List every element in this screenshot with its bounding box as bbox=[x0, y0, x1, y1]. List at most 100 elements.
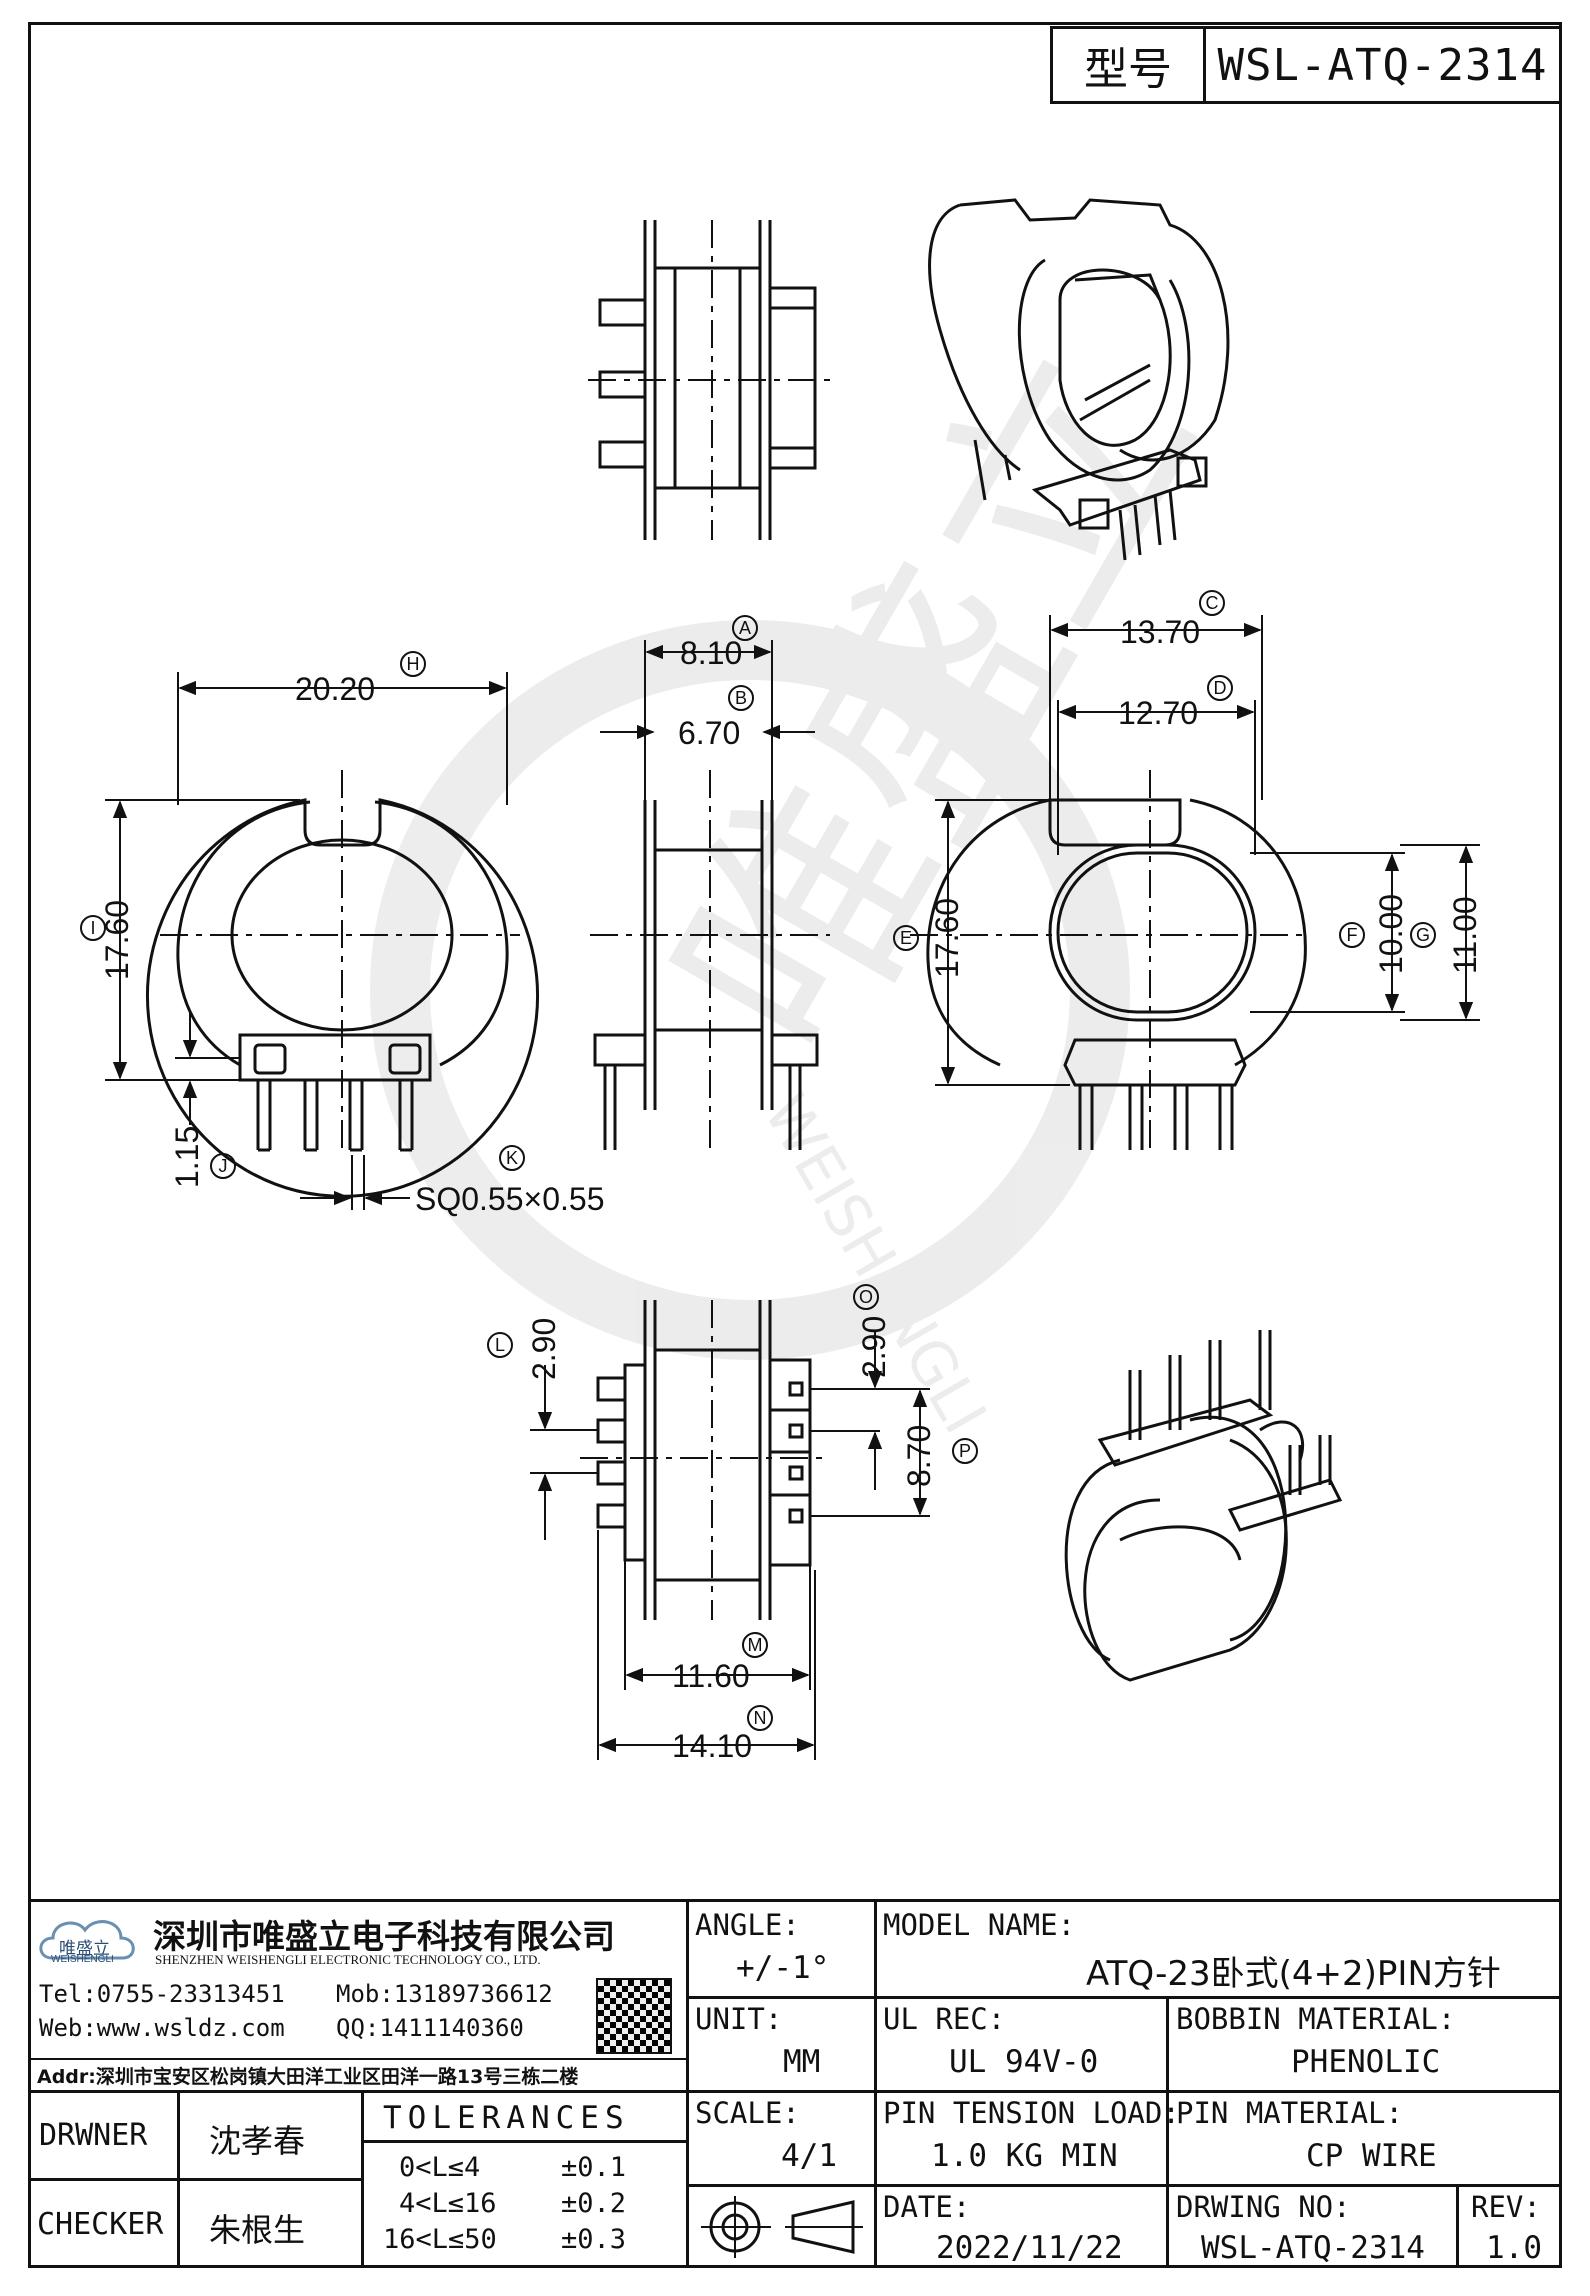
view-side-middle bbox=[590, 770, 830, 1150]
svg-text:F: F bbox=[1347, 925, 1358, 945]
marker-C: C bbox=[1199, 590, 1225, 616]
unit-label: UNIT: bbox=[695, 2002, 783, 2036]
svg-text:N: N bbox=[754, 1708, 767, 1728]
dim-M: 11.60 bbox=[672, 1658, 750, 1694]
drawer-label: DRWNER bbox=[39, 2118, 148, 2153]
tol-value-2: ±0.2 bbox=[561, 2188, 627, 2219]
svg-text:B: B bbox=[735, 688, 747, 708]
marker-A: A bbox=[732, 615, 758, 641]
svg-text:K: K bbox=[506, 1148, 518, 1168]
marker-B: B bbox=[728, 685, 754, 711]
dim-P: 8.70 bbox=[901, 1425, 937, 1487]
dim-C: 13.70 bbox=[1120, 614, 1200, 650]
view-isometric-bottom bbox=[1064, 1330, 1343, 1682]
tol-value-1: ±0.1 bbox=[561, 2152, 627, 2183]
dim-A: 8.10 bbox=[680, 635, 742, 671]
drawing-no-value: WSL-ATQ-2314 bbox=[1201, 2230, 1425, 2266]
dim-D: 12.70 bbox=[1118, 695, 1198, 731]
dim-B: 6.70 bbox=[678, 715, 740, 751]
svg-text:H: H bbox=[407, 654, 420, 674]
dim-E: 17.60 bbox=[929, 898, 965, 978]
marker-G: G bbox=[1410, 922, 1436, 948]
marker-E: E bbox=[893, 925, 919, 951]
pin-material-value: CP WIRE bbox=[1306, 2138, 1437, 2174]
svg-text:G: G bbox=[1416, 925, 1430, 945]
model-name-label: MODEL NAME: bbox=[883, 1908, 1076, 1942]
watermark: 唯盛立 WEISHENGLI bbox=[370, 304, 1247, 1445]
dim-O: 2.90 bbox=[856, 1316, 892, 1378]
company-mob: Mob:13189736612 bbox=[336, 1980, 553, 2008]
rev-value: 1.0 bbox=[1486, 2230, 1542, 2266]
model-value: WSL-ATQ-2314 bbox=[1217, 39, 1548, 91]
unit-value: MM bbox=[783, 2044, 821, 2080]
company-addr: Addr:深圳市宝安区松岗镇大田洋工业区田洋一路13号三栋二楼 bbox=[37, 2066, 579, 2088]
tol-range-1: 0<L≤4 bbox=[399, 2152, 481, 2183]
scale-label: SCALE: bbox=[695, 2096, 800, 2130]
cloud-logo-icon: 唯盛立 bbox=[39, 1920, 135, 1960]
tolerances-title: TOLERANCES bbox=[383, 2100, 630, 2136]
model-name-value: ATQ-23卧式(4+2)PIN方针 bbox=[1086, 1954, 1501, 1994]
company-web: Web:www.wsldz.com bbox=[39, 2014, 285, 2042]
svg-text:O: O bbox=[859, 1287, 873, 1307]
marker-N: N bbox=[747, 1705, 773, 1731]
svg-text:D: D bbox=[1214, 678, 1227, 698]
marker-M: M bbox=[742, 1632, 768, 1658]
marker-I: I bbox=[80, 915, 106, 941]
pin-tension-label: PIN TENSION LOAD: bbox=[883, 2096, 1180, 2130]
model-label: 型号 bbox=[1053, 29, 1206, 101]
tol-range-2: 4<L≤16 bbox=[399, 2188, 497, 2219]
dim-K: SQ0.55×0.55 bbox=[415, 1181, 604, 1217]
scale-value: 4/1 bbox=[781, 2138, 837, 2174]
view-front-right bbox=[910, 770, 1310, 1150]
dim-N: 14.10 bbox=[672, 1728, 752, 1764]
view-bottom bbox=[580, 1300, 830, 1620]
tol-value-3: ±0.3 bbox=[561, 2224, 627, 2255]
marker-L: L bbox=[487, 1332, 513, 1358]
dim-J: 1.15 bbox=[169, 1126, 205, 1188]
company-name-en: SHENZHEN WEISHENGLI ELECTRONIC TECHNOLOG… bbox=[155, 1952, 541, 1967]
svg-text:E: E bbox=[900, 928, 912, 948]
logo-sub: WEISHENGLI bbox=[51, 1954, 114, 1965]
qr-code-icon bbox=[596, 1978, 672, 2054]
svg-text:A: A bbox=[739, 618, 751, 638]
dim-H: 20.20 bbox=[295, 671, 375, 707]
drawing-no-label: DRWING NO: bbox=[1176, 2190, 1351, 2224]
dim-G: 11.00 bbox=[1447, 896, 1483, 974]
company-qq: QQ:1411140360 bbox=[336, 2014, 524, 2042]
marker-O: O bbox=[853, 1284, 879, 1310]
date-label: DATE: bbox=[883, 2190, 971, 2224]
svg-text:I: I bbox=[90, 918, 95, 938]
marker-D: D bbox=[1207, 675, 1233, 701]
bobbin-value: PHENOLIC bbox=[1291, 2044, 1441, 2080]
checker-name: 朱根生 bbox=[209, 2211, 306, 2249]
angle-value: +/-1° bbox=[736, 1950, 830, 1986]
company-tel: Tel:0755-23313451 bbox=[39, 1980, 285, 2008]
checker-label: CHECKER bbox=[37, 2207, 164, 2242]
pin-material-label: PIN MATERIAL: bbox=[1176, 2096, 1403, 2130]
dim-L: 2.90 bbox=[526, 1318, 562, 1380]
pin-tension-value: 1.0 KG MIN bbox=[931, 2138, 1118, 2174]
title-block: 唯盛立 WEISHENGLI 深圳市唯盛立电子科技有限公司 SHENZHEN W… bbox=[28, 1899, 1562, 2268]
svg-text:L: L bbox=[495, 1335, 505, 1355]
date-value: 2022/11/22 bbox=[936, 2230, 1123, 2266]
svg-text:J: J bbox=[219, 1156, 228, 1176]
technical-drawing: 唯盛立 WEISHENGLI bbox=[80, 198, 1483, 1764]
ul-value: UL 94V-0 bbox=[949, 2044, 1099, 2080]
view-front-left bbox=[146, 770, 539, 1198]
svg-text:M: M bbox=[748, 1635, 763, 1655]
angle-label: ANGLE: bbox=[695, 1908, 800, 1942]
company-logo: 唯盛立 WEISHENGLI bbox=[37, 1910, 147, 1970]
marker-H: H bbox=[400, 651, 426, 677]
svg-text:C: C bbox=[1206, 593, 1219, 613]
model-number-box: 型号 WSL-ATQ-2314 bbox=[1050, 26, 1562, 104]
marker-J: J bbox=[210, 1153, 236, 1179]
marker-K: K bbox=[499, 1145, 525, 1171]
ul-label: UL REC: bbox=[883, 2002, 1006, 2036]
bobbin-label: BOBBIN MATERIAL: bbox=[1176, 2002, 1456, 2036]
projection-symbol-icon bbox=[701, 2196, 863, 2258]
svg-text:唯盛立: 唯盛立 bbox=[59, 1939, 110, 1959]
marker-P: P bbox=[952, 1438, 978, 1464]
company-name-cn: 深圳市唯盛立电子科技有限公司 bbox=[153, 1917, 615, 1956]
marker-F: F bbox=[1339, 922, 1365, 948]
view-isometric-top bbox=[928, 198, 1230, 561]
